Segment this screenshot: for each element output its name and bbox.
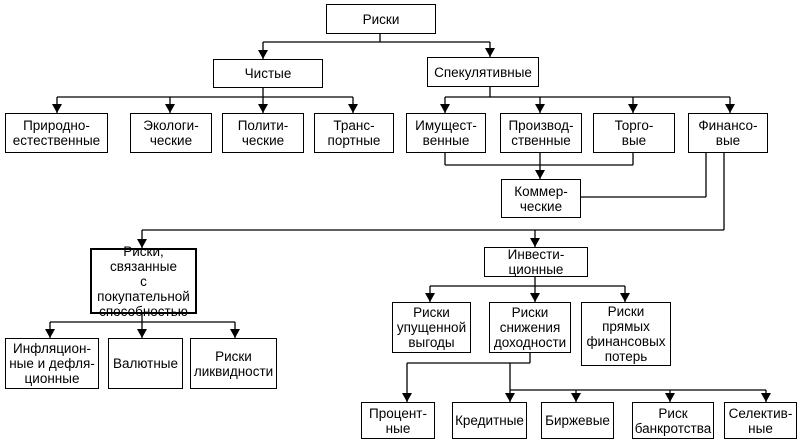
arrowhead [485,48,495,57]
node-purchasing-power: Риски, связанные с покупательной способн… [90,244,197,319]
node-speculative: Спекулятивные [427,57,539,87]
node-liquidity: Риски ликвидности [190,338,277,389]
node-direct-losses: Риски прямых финансовых потерь [581,302,671,366]
node-investment: Инвести- ционные [484,247,588,277]
node-yield-decline: Риски снижения доходности [489,302,571,353]
node-property: Имущест- венные [406,113,486,153]
node-trade: Торго- вые [593,113,675,153]
arrowhead [535,104,545,113]
node-natural: Природно- естественные [5,113,108,153]
node-inflation: Инфляцион- ные и дефля- ционные [5,338,99,389]
arrowhead [665,393,675,402]
node-bankruptcy: Риск банкротства [632,402,714,439]
arrowhead [230,329,240,338]
node-transport: Транс- портные [314,113,394,153]
node-currency: Валютные [108,338,183,389]
node-commercial: Коммер- ческие [501,179,581,218]
node-selective: Селектив- ные [724,402,797,439]
arrowhead [137,329,147,338]
arrowhead [571,393,581,402]
node-political: Полити- ческие [222,113,304,153]
arrowhead [725,104,735,113]
node-lost-profit: Риски упущенной выгоды [392,302,471,353]
arrowhead [52,104,62,113]
arrowhead [530,293,540,302]
arrowhead [45,329,55,338]
arrowhead [620,293,630,302]
arrowhead [425,293,435,302]
node-interest: Процент- ные [361,402,435,439]
arrowhead [402,393,412,402]
arrowhead [348,104,358,113]
arrowhead [628,104,638,113]
arrowhead [137,239,147,248]
arrowhead [258,104,268,113]
arrowhead [505,393,515,402]
arrowhead [258,50,268,59]
arrowhead [761,393,771,402]
arrowhead [530,238,540,247]
node-pure: Чистые [213,59,323,88]
arrowhead [535,170,545,179]
node-financial: Финансо- вые [688,113,768,153]
node-exchange: Биржевые [541,402,614,439]
node-ecological: Экологи- ческие [130,113,212,153]
arrowhead [440,104,450,113]
node-credit: Кредитные [452,402,527,439]
arrowhead [165,104,175,113]
node-production: Производ- ственные [500,113,582,153]
node-risks: Риски [326,4,436,34]
